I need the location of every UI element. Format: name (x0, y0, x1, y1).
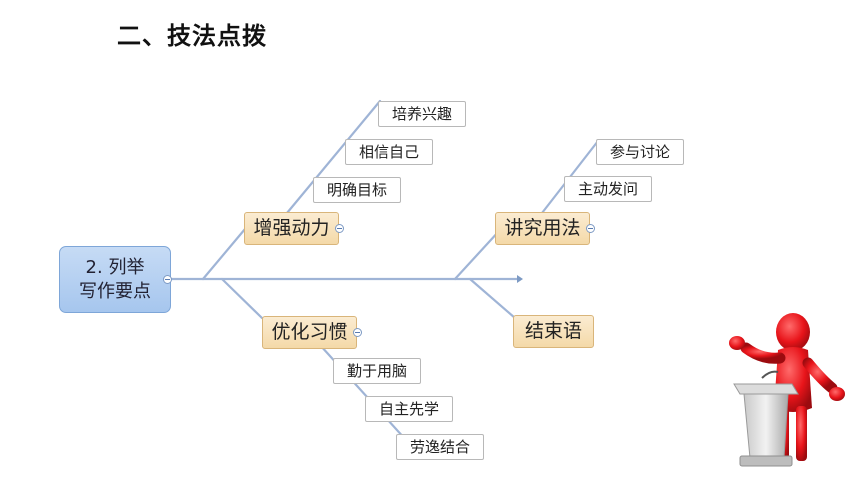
spine-arrow (517, 275, 523, 283)
connector-youhua (220, 277, 264, 320)
youhua-collapse-icon[interactable] (353, 328, 362, 337)
leaf-zhudong-fawen[interactable]: 主动发问 (564, 176, 652, 202)
page-title: 二、技法点拨 (117, 22, 267, 50)
connector-jieshu (468, 277, 517, 320)
leaf-peiyang-xingqu[interactable]: 培养兴趣 (378, 101, 466, 127)
branch-zengqiang[interactable]: 增强动力 (244, 212, 339, 245)
leaf-xiangxin-ziji[interactable]: 相信自己 (345, 139, 433, 165)
root-collapse-icon[interactable] (163, 275, 172, 284)
leaf-laoyi-jiehe[interactable]: 劳逸结合 (396, 434, 484, 460)
root-line-2: 写作要点 (79, 281, 151, 302)
jiangjiu-collapse-icon[interactable] (586, 224, 595, 233)
speaker-at-podium-icon (729, 313, 845, 467)
branch-youhua[interactable]: 优化习惯 (262, 316, 357, 349)
branch-jiangjiu[interactable]: 讲究用法 (495, 212, 590, 245)
root-node[interactable]: 2. 列举 写作要点 (59, 246, 171, 313)
connector-zengqiang (201, 227, 247, 281)
root-line-1: 2. 列举 (85, 257, 145, 278)
branch-jieshu[interactable]: 结束语 (513, 315, 594, 348)
leaf-canyu-taolun[interactable]: 参与讨论 (596, 139, 684, 165)
leaf-zizhu-xianxue[interactable]: 自主先学 (365, 396, 453, 422)
connector-jiangjiu (453, 228, 502, 281)
zengqiang-collapse-icon[interactable] (335, 224, 344, 233)
leaf-qinyu-yongnao[interactable]: 勤于用脑 (333, 358, 421, 384)
connector-zengqiang-sub (285, 99, 382, 215)
leaf-mingque-mubiao[interactable]: 明确目标 (313, 177, 401, 203)
